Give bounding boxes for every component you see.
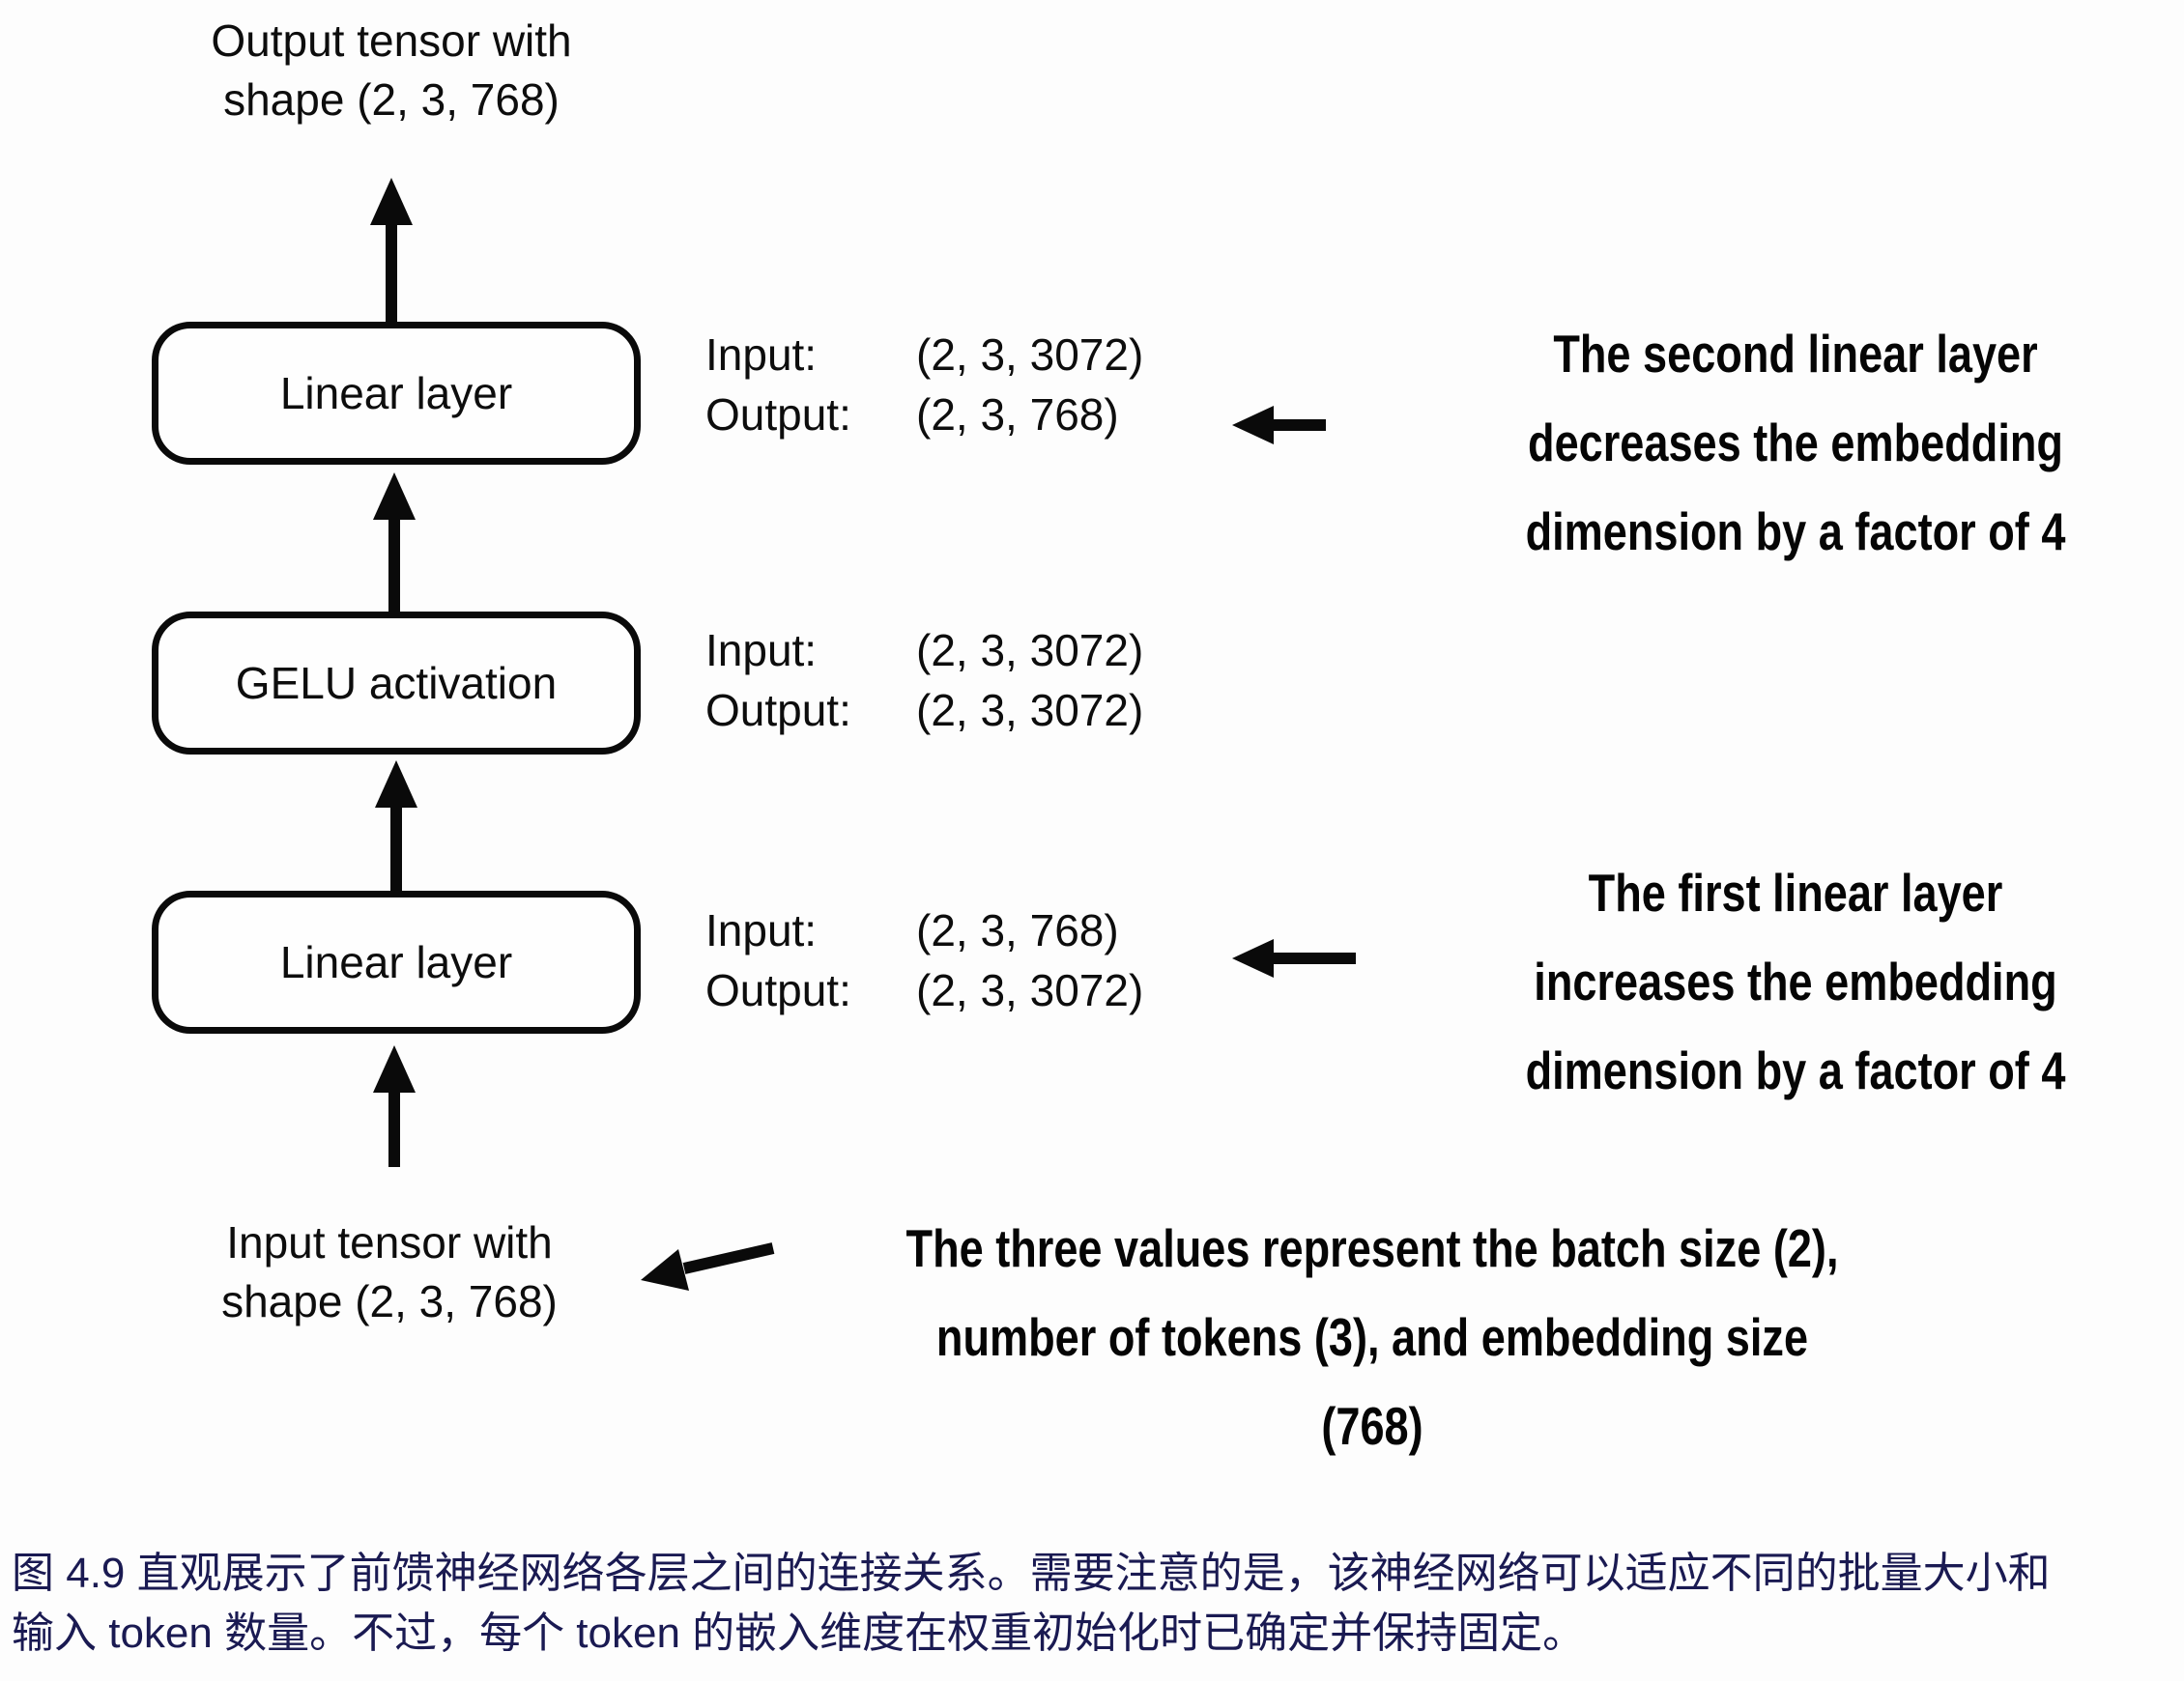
- arrow-up-icon: [373, 1045, 416, 1167]
- annotation-line: dimension by a factor of 4: [1525, 501, 2066, 561]
- arrow-left-icon: [1232, 939, 1356, 978]
- arrow-left-icon: [1232, 406, 1326, 444]
- output-shape-value: (2, 3, 3072): [916, 685, 1144, 735]
- io-shapes-second-linear: Input: (2, 3, 3072) Output: (2, 3, 768): [705, 325, 1143, 444]
- annotation-line: The three values represent the batch siz…: [905, 1218, 1839, 1278]
- annotation-line: (768): [1321, 1396, 1423, 1456]
- gelu-activation-box: GELU activation: [152, 612, 641, 755]
- figure-caption-line1: 图 4.9 直观展示了前馈神经网络各层之间的连接关系。需要注意的是，该神经网络可…: [12, 1550, 2051, 1597]
- annotation-first-linear-layer: The first linear layer increases the emb…: [1510, 848, 2081, 1115]
- output-shape-value: (2, 3, 3072): [916, 965, 1144, 1015]
- arrow-up-icon: [375, 760, 417, 891]
- linear-layer-box-bottom-label: Linear layer: [279, 937, 513, 987]
- gelu-activation-box-label: GELU activation: [235, 658, 558, 708]
- input-label: Input:: [705, 905, 818, 955]
- linear-layer-box-top: Linear layer: [152, 322, 641, 465]
- annotation-line: increases the embedding: [1534, 952, 2057, 1011]
- linear-layer-box-bottom: Linear layer: [152, 891, 641, 1034]
- arrow-up-icon: [373, 472, 416, 612]
- output-label: Output:: [705, 685, 851, 735]
- arrow-down-left-icon: [641, 1242, 775, 1291]
- output-tensor-label: Output tensor with shape (2, 3, 768): [101, 12, 681, 129]
- input-label: Input:: [705, 625, 818, 675]
- output-shape-value: (2, 3, 768): [916, 389, 1119, 440]
- linear-layer-box-top-label: Linear layer: [279, 368, 513, 418]
- input-tensor-label-line2: shape (2, 3, 768): [221, 1276, 558, 1326]
- figure-caption-line2: 输入 token 数量。不过，每个 token 的嵌入维度在权重初始化时已确定并…: [12, 1610, 1586, 1657]
- input-shape-value: (2, 3, 768): [916, 905, 1119, 955]
- annotation-second-linear-layer: The second linear layer decreases the em…: [1510, 309, 2081, 576]
- input-shape-value: (2, 3, 3072): [916, 329, 1144, 380]
- output-tensor-label-line2: shape (2, 3, 768): [223, 74, 560, 125]
- annotation-line: decreases the embedding: [1528, 413, 2063, 472]
- io-shapes-gelu: Input: (2, 3, 3072) Output: (2, 3, 3072): [705, 620, 1143, 740]
- annotation-line: The first linear layer: [1588, 863, 2003, 923]
- input-shape-value: (2, 3, 3072): [916, 625, 1144, 675]
- arrow-up-icon: [370, 178, 413, 322]
- output-label: Output:: [705, 389, 851, 440]
- io-shapes-first-linear: Input: (2, 3, 768) Output: (2, 3, 3072): [705, 900, 1143, 1020]
- output-tensor-label-line1: Output tensor with: [211, 15, 572, 66]
- annotation-line: The second linear layer: [1553, 324, 2038, 384]
- annotation-line: number of tokens (3), and embedding size: [935, 1307, 1809, 1367]
- input-tensor-label: Input tensor with shape (2, 3, 768): [148, 1213, 631, 1331]
- annotation-line: dimension by a factor of 4: [1525, 1040, 2066, 1100]
- input-label: Input:: [705, 329, 818, 380]
- input-tensor-label-line1: Input tensor with: [226, 1217, 553, 1268]
- annotation-three-values: The three values represent the batch siz…: [905, 1204, 1840, 1470]
- figure-caption: 图 4.9 直观展示了前馈神经网络各层之间的连接关系。需要注意的是，该神经网络可…: [12, 1544, 2176, 1664]
- output-label: Output:: [705, 965, 851, 1015]
